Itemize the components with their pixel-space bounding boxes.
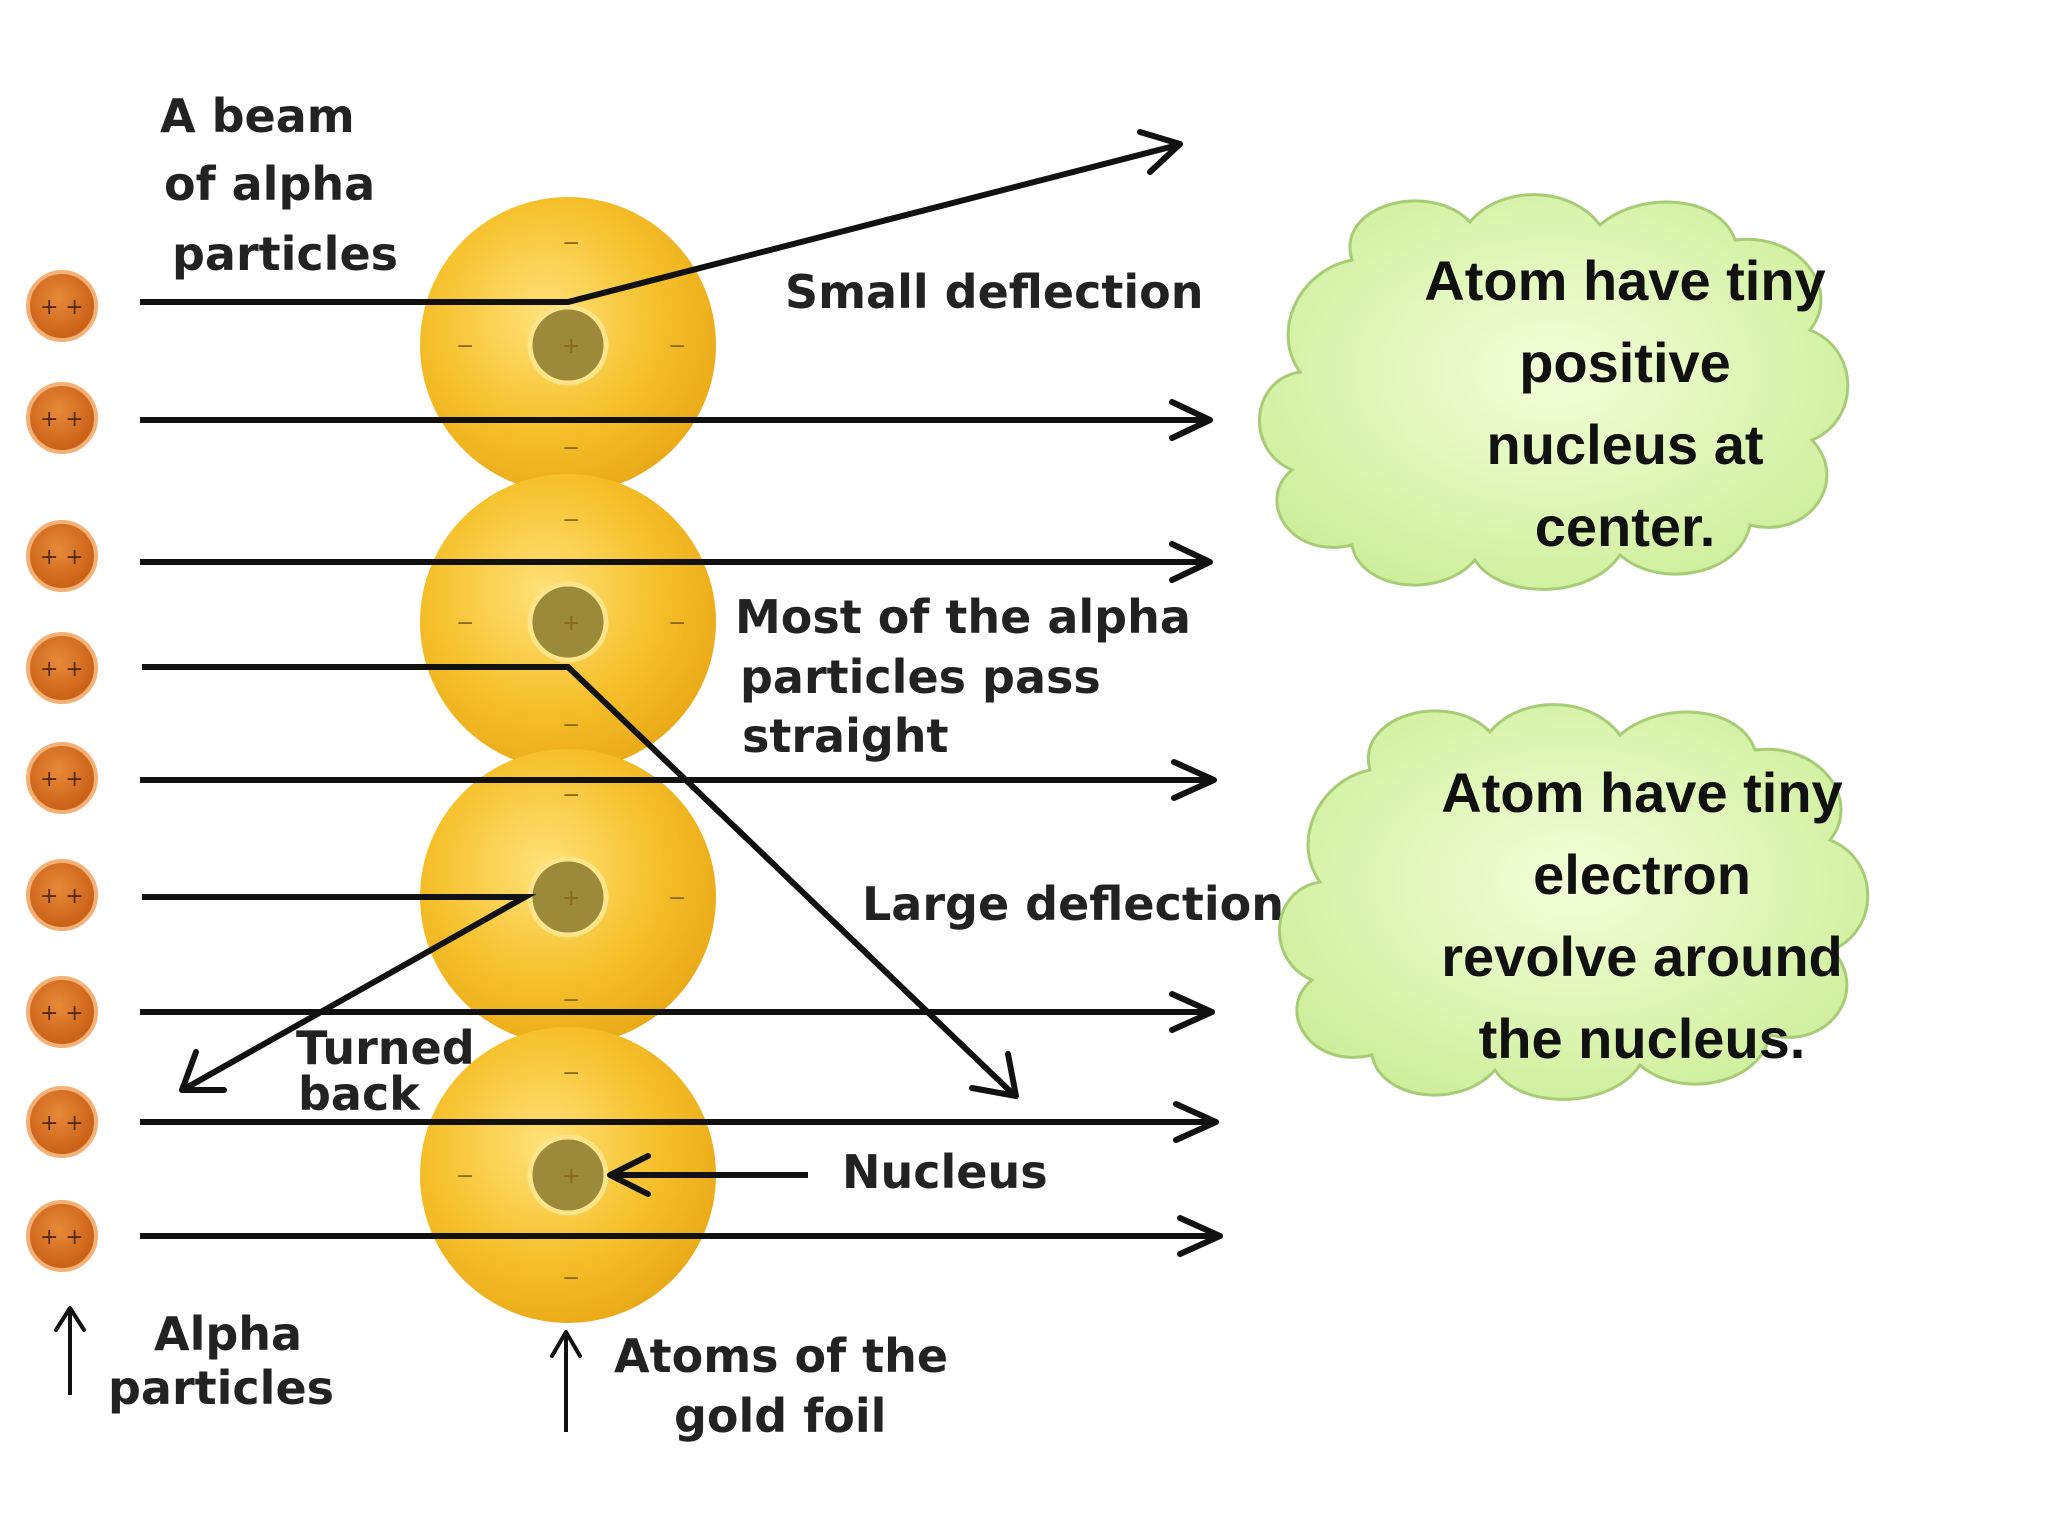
alpha-trajectories [54,129,1223,1432]
alpha-charge: + + [40,295,84,320]
cloud-callout-electron: Atom have tiny electron revolve around t… [1278,703,1870,1101]
alpha-charge: + + [40,1111,84,1136]
alpha-particle: + + [26,859,98,931]
alpha-charge: + + [40,767,84,792]
alpha-particle: + + [26,976,98,1048]
most-pass-label-line: particles pass [740,650,1101,704]
electron-charge: − [562,508,580,533]
alpha-particle: + + [26,1200,98,1272]
nucleus-charge: + [562,886,580,911]
arrow-up-icon [54,1306,86,1332]
arrow-up-icon [550,1330,582,1358]
alpha-particle: + + [26,382,98,454]
cloud-text-line: positive [1519,331,1731,394]
most-pass-label-line: Most of the alpha [735,590,1191,644]
electron-charge: − [562,988,580,1013]
large-deflection-path [142,664,1015,1096]
arrow-head-icon [1171,759,1217,801]
alpha-charge: + + [40,884,84,909]
cloud-shape [1278,703,1870,1101]
small-deflection-path [140,142,1179,305]
alpha-particle: + + [26,1086,98,1158]
most-pass-label-line: straight [742,709,949,763]
nucleus-label: Nucleus [842,1145,1048,1199]
nucleus-charge: + [562,334,580,359]
arrow-head-icon [1177,1215,1223,1257]
electron-charge: − [456,334,474,359]
alpha-particle: + + [26,270,98,342]
gold-atom: + − − − − [420,474,716,770]
cloud-text-line: Atom have tiny [1424,249,1825,312]
electron-charge: − [562,1266,580,1291]
alpha-charge: + + [40,1001,84,1026]
small-deflection-label: Small deflection [785,265,1203,319]
nucleus-charge: + [562,1164,580,1189]
beam-label-line: A beam [160,89,355,143]
arrow-head-icon [969,1051,1019,1099]
gold-atom: + − − − − [420,749,716,1045]
beam-label-line: particles [172,227,398,281]
cloud-text-line: nucleus at [1487,413,1764,476]
gold-atom: + − − − − [420,197,716,493]
nucleus-charge: + [562,611,580,636]
arrow-head-icon [1137,129,1183,175]
electron-charge: − [562,231,580,256]
gold-foil-label-line: gold foil [674,1389,886,1443]
electron-charge: − [456,611,474,636]
beam-label-line: of alpha [164,157,375,211]
electron-charge: − [562,783,580,808]
alpha-particle: + + [26,632,98,704]
alpha-particles-label-line: particles [108,1361,334,1415]
diagram-labels: A beam of alpha particles Small deflecti… [108,89,1284,1443]
turned-back-label-line: Turned [296,1021,475,1075]
atom-nucleus [527,1134,609,1216]
alpha-particle: + + [26,520,98,592]
electron-charge: − [562,1061,580,1086]
alpha-charge: + + [40,657,84,682]
arrow-head-icon [1169,991,1215,1033]
gold-foil-label-line: Atoms of the [614,1329,948,1383]
alpha-particle: + + [26,742,98,814]
electron-charge: − [668,611,686,636]
alpha-charge: + + [40,1225,84,1250]
electron-charge: − [668,334,686,359]
alpha-charge: + + [40,407,84,432]
alpha-charge: + + [40,545,84,570]
cloud-text-line: Atom have tiny [1441,761,1842,824]
cloud-callout-nucleus: Atom have tiny positive nucleus at cente… [1258,193,1850,591]
electron-charge: − [562,713,580,738]
turned-back-path [142,894,537,1091]
alpha-particles-label-line: Alpha [154,1307,302,1361]
cloud-text-line: revolve around [1441,925,1842,988]
gold-atom: + − − − − [420,1027,716,1323]
cloud-text-line: electron [1533,843,1751,906]
arrow-head-icon [1173,1101,1219,1143]
atom-nucleus [527,304,609,386]
alpha-particles: + + + + + + + + + + + + + + + + [26,270,98,1272]
atom-nucleus [527,581,609,663]
turned-back-label-line: back [298,1067,421,1121]
arrow-head-icon [607,1153,651,1197]
electron-charge: − [668,886,686,911]
cloud-text-line: center. [1535,495,1716,558]
electron-charge: − [456,1164,474,1189]
gold-foil-atoms: + − − − − + − − − − + − − − − + [420,197,716,1323]
arrow-head-icon [179,1049,227,1093]
large-deflection-label: Large deflection [862,877,1284,931]
cloud-text-line: the nucleus. [1479,1007,1806,1070]
cloud-shape [1258,193,1850,591]
arrow-head-icon [1169,541,1213,583]
electron-charge: − [562,436,580,461]
arrow-head-icon [1169,399,1213,441]
